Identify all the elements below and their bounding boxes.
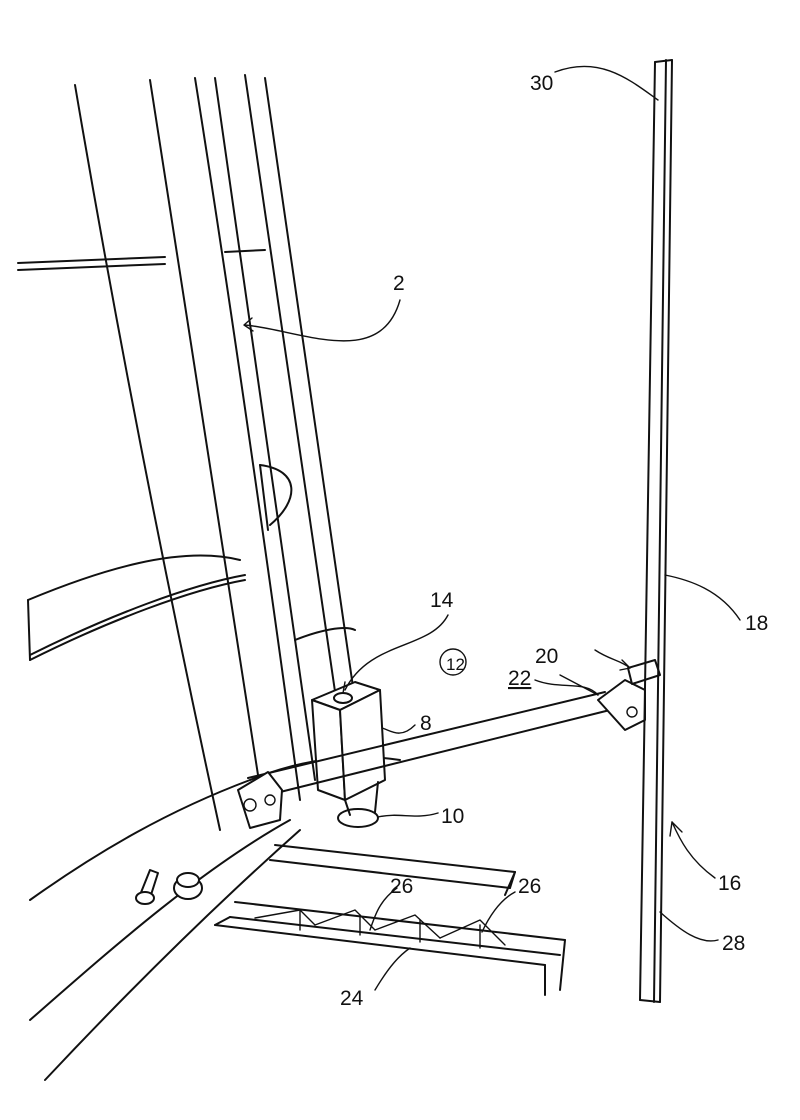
label-16: 16 (718, 872, 741, 895)
label-28: 28 (722, 932, 745, 955)
reference-circle (439, 648, 467, 676)
reference-numerals: 30 2 14 12 20 22 8 10 18 16 28 26 26 24 (340, 72, 768, 1010)
label-12: 12 (446, 655, 465, 674)
bolt-and-nut (135, 869, 203, 905)
strut-arm (237, 691, 611, 829)
label-10: 10 (441, 805, 464, 828)
label-14: 14 (430, 589, 454, 612)
label-2: 2 (393, 272, 405, 295)
vertical-post (639, 59, 673, 1003)
strut-bracket (597, 659, 661, 731)
label-18: 18 (745, 612, 768, 635)
label-26-left: 26 (390, 875, 413, 898)
label-22: 22 (508, 667, 531, 690)
label-26-right: 26 (518, 875, 541, 898)
leader-lines (243, 65, 741, 991)
tower-wall (17, 74, 401, 1081)
label-20: 20 (535, 645, 558, 668)
label-24: 24 (340, 987, 364, 1010)
jack-unit (311, 681, 386, 828)
label-8: 8 (420, 712, 432, 735)
base-track (214, 844, 566, 996)
label-30: 30 (530, 72, 553, 95)
